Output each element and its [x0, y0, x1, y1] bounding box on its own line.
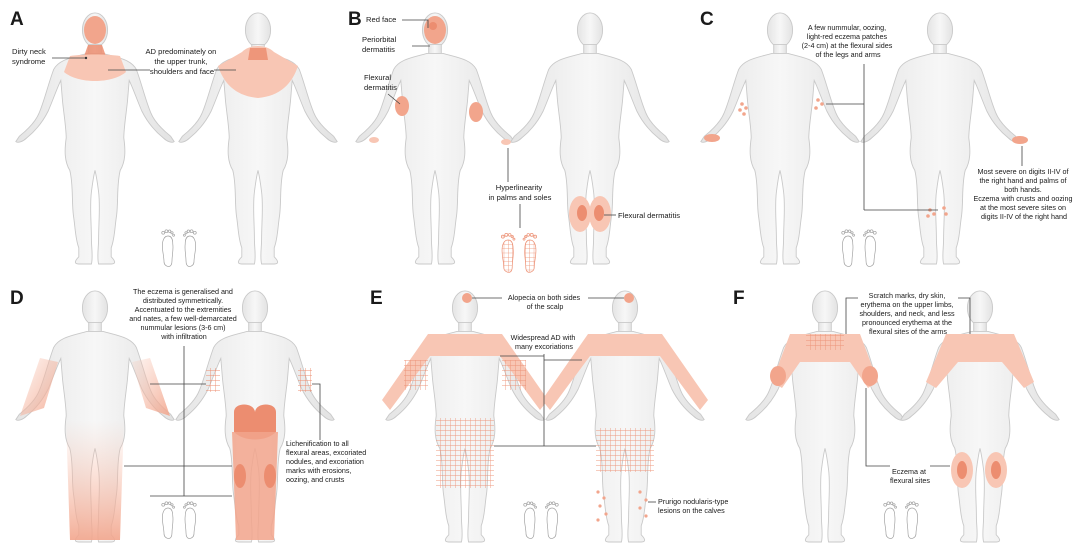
knee-lesion-core	[991, 461, 1001, 479]
panel-letter-b: B	[348, 9, 362, 30]
annotation-red-face: Red face	[366, 15, 396, 24]
leader-line	[865, 388, 950, 467]
annotation-lichenification: Lichenification to all flexural areas, e…	[286, 439, 368, 484]
footprints	[161, 229, 197, 267]
knee-lesion-core	[957, 461, 967, 479]
elbow-lesion-left	[395, 96, 409, 116]
nates-lesion	[234, 404, 276, 440]
excoriation-hatch	[436, 418, 494, 488]
widespread-upper-lesion	[382, 334, 548, 410]
knee-lesion-core	[594, 205, 604, 221]
alopecia-patch	[624, 293, 634, 303]
back-leg-lesion	[232, 432, 278, 540]
generalised-leg-lesion	[66, 420, 124, 540]
annotation-upper-trunk: AD predominately on the upper trunk, sho…	[145, 47, 218, 76]
back-neck-lesion	[248, 48, 268, 60]
knee-lesion-core	[577, 205, 587, 221]
annotation-flexural-knee: Flexural dermatitis	[618, 211, 680, 220]
body-front-figure	[385, 290, 545, 543]
panel-a: Dirty neck syndrome AD predominately on …	[12, 12, 338, 267]
back-upper-lesion	[218, 46, 298, 98]
annotation-flexural-arm: Flexural dermatitis	[364, 73, 397, 92]
lichenification-arm	[298, 368, 312, 392]
leader-line	[387, 93, 401, 105]
knee-lesion-core	[234, 464, 246, 488]
elbow-lesion-right	[469, 102, 483, 122]
flexural-arm-lesion	[770, 366, 786, 386]
panel-letter-a: A	[10, 9, 24, 30]
annotation-nummular: A few nummular, oozing, light-red eczema…	[802, 23, 895, 59]
annotation-scratch-marks: Scratch marks, dry skin, erythema on the…	[859, 291, 956, 336]
annotation-hyperlinearity: Hyperlinearity in palms and soles	[489, 183, 552, 202]
leader-line	[826, 64, 938, 211]
footprints-hyperlinear	[500, 232, 538, 273]
prurigo-nodules	[596, 490, 648, 522]
footprints	[161, 501, 197, 539]
leader-line	[312, 383, 321, 440]
leader-line	[124, 346, 232, 497]
annotation-generalised: The eczema is generalised and distribute…	[129, 287, 238, 341]
upper-limb-erythema	[772, 334, 878, 388]
body-back-figure	[860, 12, 1020, 265]
excoriation-hatch	[596, 428, 654, 472]
leader-dot	[84, 56, 88, 60]
panel-d: The eczema is generalised and distribute…	[15, 287, 368, 543]
wrist-lesion-left	[369, 137, 379, 143]
panel-letter-c: C	[700, 9, 714, 30]
face-lesion	[84, 16, 106, 44]
annotation-alopecia: Alopecia on both sides of the scalp	[508, 293, 582, 311]
flexural-arm-lesion	[862, 366, 878, 386]
scratch-marks	[806, 334, 844, 350]
annotation-dirty-neck: Dirty neck syndrome	[12, 47, 48, 66]
face-lesion	[424, 16, 446, 44]
generalised-arm-lesion	[20, 358, 58, 416]
periorbital-lesion	[429, 22, 437, 30]
annotation-digits: Most severe on digits II-IV of the right…	[973, 167, 1074, 221]
annotation-periorbital: Periorbital dermatitis	[362, 35, 398, 54]
generalised-arm-lesion	[132, 358, 170, 416]
wrist-lesion-right	[501, 139, 511, 145]
panel-b: Red face Periorbital dermatitis Flexural…	[355, 12, 680, 273]
nummular-patches	[738, 98, 948, 218]
annotation-prurigo: Prurigo nodularis-type lesions on the ca…	[658, 497, 730, 515]
body-back-figure	[510, 12, 670, 265]
panel-letter-f: F	[733, 288, 745, 309]
alopecia-patch	[462, 293, 472, 303]
footprints	[523, 501, 559, 539]
annotation-widespread: Widespread AD with many excoriations	[511, 333, 578, 351]
hand-lesion-left	[704, 134, 720, 142]
panel-letter-e: E	[370, 288, 383, 309]
panel-c: A few nummular, oozing, light-red eczema…	[700, 12, 1074, 267]
footprints	[841, 229, 877, 267]
upper-trunk-lesion	[64, 54, 126, 81]
knee-lesion-core	[264, 464, 276, 488]
leader-line	[494, 354, 596, 447]
footprints	[883, 501, 919, 539]
leader-line	[845, 297, 971, 334]
back-erythema	[926, 334, 1034, 388]
hand-lesion-right	[1012, 136, 1028, 144]
annotation-flexural-sites: Eczema at flexural sites	[890, 467, 930, 485]
widespread-upper-lesion	[542, 334, 708, 410]
excoriation-hatch	[404, 360, 428, 390]
panel-e: Alopecia on both sides of the scalp Wide…	[382, 290, 730, 543]
lichenification-arm	[206, 368, 220, 392]
panel-f: Scratch marks, dry skin, erythema on the…	[745, 290, 1060, 543]
excoriation-hatch	[502, 360, 526, 390]
panel-letter-d: D	[10, 288, 24, 309]
leader-line	[402, 19, 429, 28]
